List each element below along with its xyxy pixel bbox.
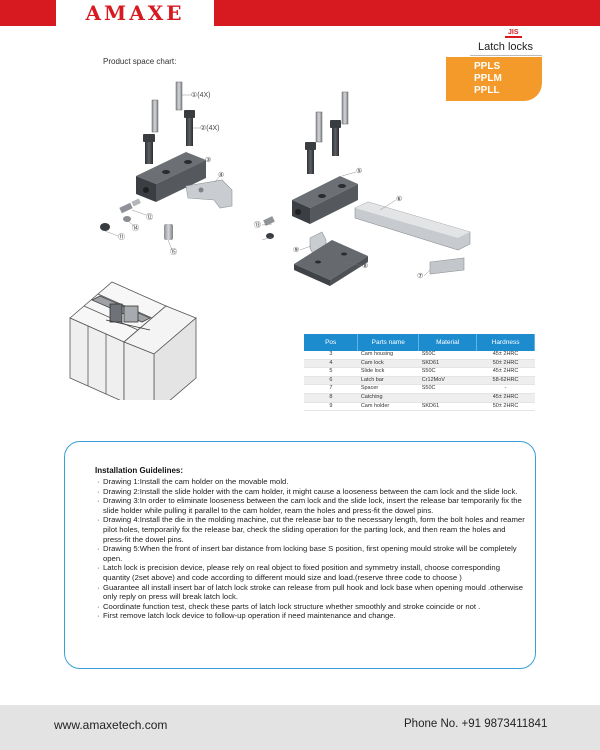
callout-label: ⑦ xyxy=(417,273,424,280)
table-cell: S50C xyxy=(418,367,477,377)
callout-label: ⑨ xyxy=(293,247,300,254)
brand-logo-text: AMAXE xyxy=(85,1,185,25)
callout-label: ①(4X) xyxy=(191,92,211,99)
table-row: 7 Spacer S50C - xyxy=(304,384,535,394)
table-row: 9 Cam holder SKD61 50± 2HRC xyxy=(304,402,535,412)
table-row: 3 Cam housing S50C 45± 2HRC xyxy=(304,351,535,360)
table-cell: SKD61 xyxy=(418,402,477,412)
table-cell: - xyxy=(476,384,535,394)
table-cell: Catching xyxy=(357,393,419,403)
footer-website-link[interactable]: www.amaxetech.com xyxy=(54,718,168,732)
guidelines-panel xyxy=(64,441,536,669)
product-code: PPLL xyxy=(474,85,500,96)
callout-label: ⑮ xyxy=(170,249,177,256)
column-header: Material xyxy=(418,334,478,351)
callout-label: ⑥ xyxy=(396,196,403,203)
callout-label: ③ xyxy=(205,157,212,164)
callout-label: ⑭ xyxy=(132,225,139,232)
table-cell: Slide lock xyxy=(357,367,419,377)
table-cell: 45± 2HRC xyxy=(476,351,535,360)
standard-badge: JIS xyxy=(505,29,522,38)
table-cell: S50C xyxy=(418,351,477,360)
table-cell: 45± 2HRC xyxy=(476,367,535,377)
right-exploded-view xyxy=(261,91,471,286)
table-cell: 7 xyxy=(304,384,358,394)
parts-table: Pos Parts name Material Hardness 3 Cam h… xyxy=(304,334,535,412)
callout-label: ⑫ xyxy=(146,214,153,221)
left-exploded-view xyxy=(100,81,233,251)
callout-label: ②(4X) xyxy=(200,125,220,132)
table-row: 5 Slide lock S50C 45± 2HRC xyxy=(304,367,535,377)
product-code: PPLS xyxy=(474,61,501,72)
table-header-row: Pos Parts name Material Hardness xyxy=(304,334,535,351)
brand-logo: AMAXE xyxy=(56,0,214,26)
list-item: First remove latch lock device to follow… xyxy=(97,611,527,621)
table-cell: 8 xyxy=(304,393,358,403)
list-item: Drawing 5:When the front of insert bar d… xyxy=(97,544,527,563)
table-cell: 9 xyxy=(304,402,358,412)
callout-label: ⑪ xyxy=(118,234,125,241)
table-cell: S50C xyxy=(418,384,477,394)
list-item: Latch lock is precision device, please r… xyxy=(97,563,527,582)
table-cell: 45± 2HRC xyxy=(476,393,535,403)
table-cell xyxy=(418,393,477,403)
list-item: Drawing 4:Install the die in the molding… xyxy=(97,515,527,544)
column-header: Parts name xyxy=(357,334,420,351)
column-header: Pos xyxy=(304,334,359,351)
callout-label: ④ xyxy=(218,172,225,179)
mould-assembly-drawing xyxy=(69,281,197,400)
callout-label: ⑬ xyxy=(254,222,261,229)
guidelines-list: Drawing 1:Install the cam holder on the … xyxy=(97,477,527,621)
table-cell: 6 xyxy=(304,376,358,386)
table-cell: 4 xyxy=(304,359,358,369)
guidelines-heading: Installation Guidelines: xyxy=(95,466,184,475)
product-code-badge: PPLS PPLM PPLL xyxy=(446,57,542,101)
product-code: PPLM xyxy=(474,73,502,84)
footer-bar xyxy=(0,705,600,750)
table-row: 8 Catching 45± 2HRC xyxy=(304,393,535,403)
table-row: 6 Latch bar Cr12MoV 58-62HRC xyxy=(304,376,535,386)
table-cell: Latch bar xyxy=(357,376,419,386)
series-title: Latch locks xyxy=(478,41,534,53)
table-row: 4 Cam lock SKD61 50± 2HRC xyxy=(304,359,535,369)
footer-phone: Phone No. +91 9873411841 xyxy=(404,718,548,730)
list-item: Coordinate function test, check these pa… xyxy=(97,602,527,612)
chart-title: Product space chart: xyxy=(103,57,177,66)
table-cell: 3 xyxy=(304,351,358,360)
table-cell: Cr12MoV xyxy=(418,376,477,386)
callout-label: ⑤ xyxy=(356,168,363,175)
list-item: Drawing 1:Install the cam holder on the … xyxy=(97,477,527,487)
table-cell: Cam housing xyxy=(357,351,419,360)
list-item: Drawing 3:In order to eliminate loosenes… xyxy=(97,496,527,515)
table-cell: 5 xyxy=(304,367,358,377)
list-item: Drawing 2:Install the slide holder with … xyxy=(97,487,527,497)
table-cell: Cam lock xyxy=(357,359,419,369)
callout-label: ⑧ xyxy=(362,263,369,270)
table-cell: Cam holder xyxy=(357,402,419,412)
table-cell: 50± 2HRC xyxy=(476,359,535,369)
table-cell: 50± 2HRC xyxy=(476,402,535,412)
table-cell: 58-62HRC xyxy=(476,376,535,386)
exploded-view-illustration xyxy=(69,81,471,400)
series-divider xyxy=(470,55,542,56)
table-cell: SKD61 xyxy=(418,359,477,369)
list-item: Guarantee all install insert bar of latc… xyxy=(97,583,527,602)
table-cell: Spacer xyxy=(357,384,419,394)
column-header: Hardness xyxy=(476,334,535,351)
